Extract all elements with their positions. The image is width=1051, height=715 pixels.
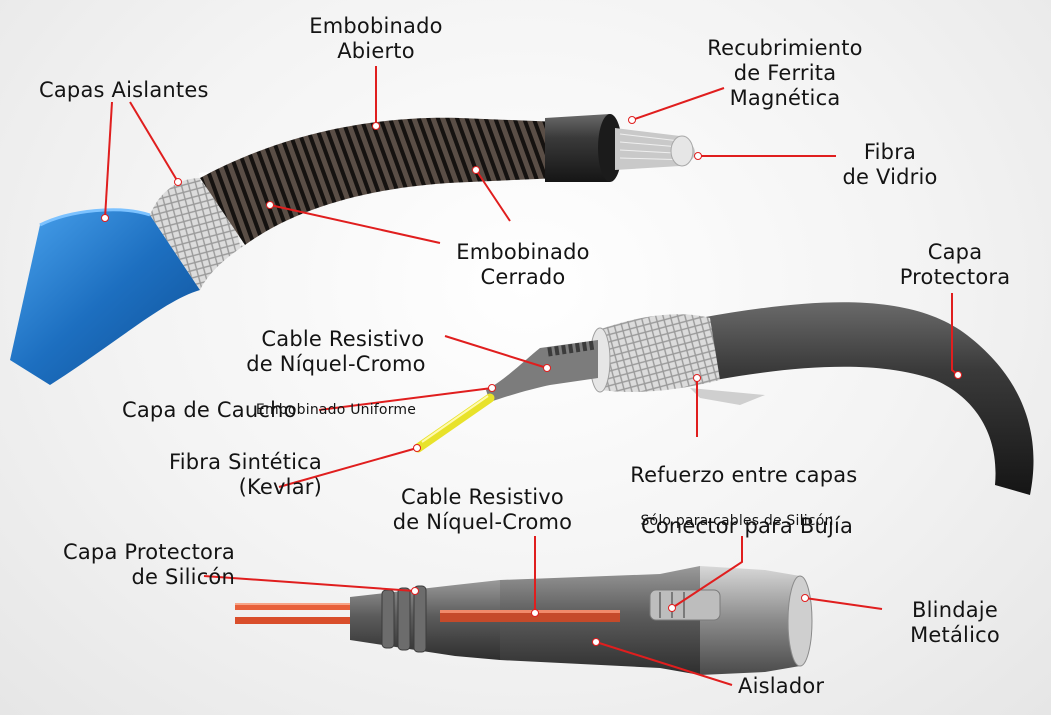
copper-wire [235, 603, 365, 610]
label-conector-bujia: Conector para Bujía [641, 514, 854, 538]
rubber-layer [486, 340, 598, 402]
label-cable-resistivo-bottom: Cable Resistivo de Níquel-Cromo [392, 485, 573, 534]
label-cable-resistivo-top-text: Cable Resistivo de Níquel-Cromo [246, 327, 426, 376]
coil-section [200, 117, 560, 245]
label-fibra-sintetica: Fibra Sintética (Kevlar) [168, 450, 322, 499]
label-embobinado-uniforme: Embobinado Uniforme [255, 402, 417, 418]
label-capa-caucho: Capa de Caucho [122, 398, 297, 422]
label-aislador: Aislador [738, 674, 825, 698]
label-recubrimiento-ferrita: Recubrimiento de Ferrita Magnética [707, 36, 863, 110]
label-capas-aislantes: Capas Aislantes [39, 78, 209, 102]
leader-lines [104, 66, 959, 686]
label-capa-protectora: Capa Protectora [899, 240, 1011, 289]
label-capa-protectora-silicon: Capa Protectora de Silicón [62, 540, 235, 589]
middle-cable [413, 302, 1034, 495]
metal-shield [700, 566, 800, 675]
leader-dots [101, 116, 962, 646]
label-refuerzo-text: Refuerzo entre capas [630, 463, 858, 487]
blue-outer-layer [10, 209, 200, 385]
label-blindaje: Blindaje Metálico [910, 598, 1000, 647]
label-embobinado-abierto: Embobinado Abierto [309, 14, 443, 63]
white-insulation-layer [150, 178, 245, 290]
label-cable-resistivo-top: Cable Resistivo de Níquel-Cromo Embobina… [222, 302, 450, 444]
top-cable [10, 114, 695, 385]
label-fibra-vidrio: Fibra de Vidrio [842, 140, 938, 189]
label-embobinado-cerrado: Embobinado Cerrado [456, 240, 590, 289]
reinforcement-mesh [598, 314, 720, 392]
label-refuerzo: Refuerzo entre capas Sólo para cables de… [602, 438, 872, 555]
spark-plug-connector [235, 566, 813, 675]
label-solo-silicon: Sólo para cables de Silicón [640, 513, 834, 529]
black-protective-jacket [700, 302, 1034, 495]
